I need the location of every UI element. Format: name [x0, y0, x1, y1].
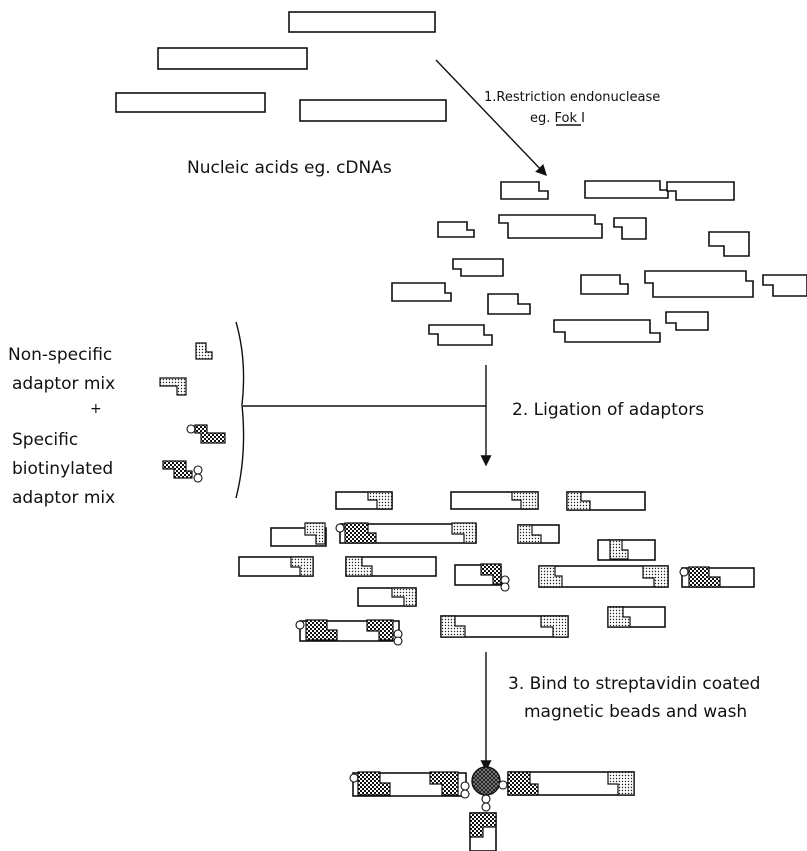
step1-example: eg. Fok I: [530, 111, 585, 126]
cdna-fragment: [115, 92, 266, 113]
non-specific-label: Non-specific: [8, 345, 112, 365]
step2-label: 2. Ligation of adaptors: [512, 400, 704, 420]
magnetic-bead: [471, 766, 501, 796]
specific-adaptor-icons: [162, 424, 226, 483]
intact-nucleic-acids: [115, 11, 447, 122]
plus-sign: +: [90, 401, 102, 417]
specific-label-3: adaptor mix: [12, 488, 115, 508]
non-specific-label-2: adaptor mix: [12, 374, 115, 394]
digested-fragments: [391, 180, 807, 346]
step1-arrow: [435, 59, 547, 177]
bead-complex: [349, 766, 635, 851]
cdna-fragment: [299, 99, 447, 122]
step1-label: 1.Restriction endonuclease: [484, 90, 660, 105]
step3-label: 3. Bind to streptavidin coated: [508, 674, 760, 694]
adaptor-brace: [235, 321, 245, 499]
non-specific-adaptor-icons: [159, 342, 213, 396]
specific-label-2: biotinylated: [12, 459, 113, 479]
step3-label-2: magnetic beads and wash: [524, 702, 747, 722]
cdna-fragment: [288, 11, 436, 33]
ligated-fragments: [238, 491, 755, 646]
specific-label: Specific: [12, 430, 78, 450]
nucleic-acids-label: Nucleic acids eg. cDNAs: [187, 158, 392, 178]
cdna-fragment: [157, 47, 308, 70]
